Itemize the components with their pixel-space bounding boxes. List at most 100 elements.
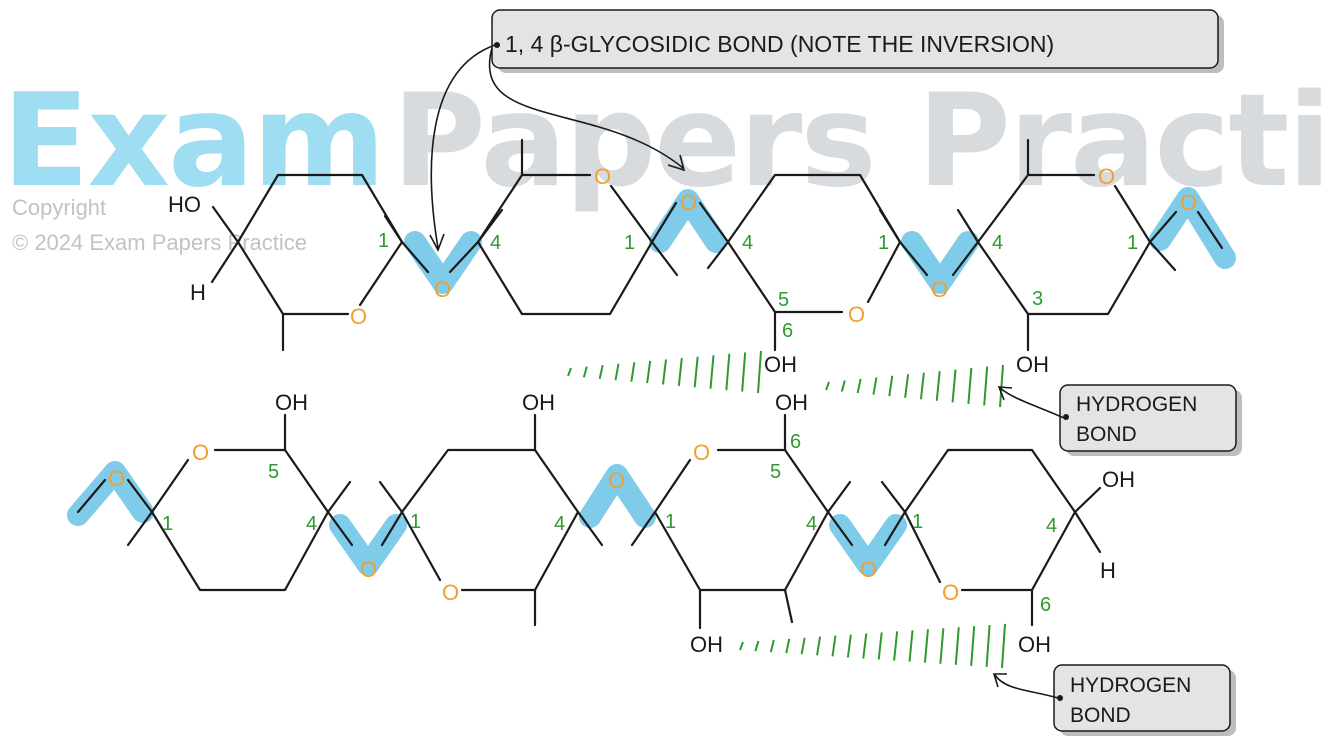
hydrogen-bond-label-line1: HYDROGEN — [1076, 393, 1197, 416]
hydroxyl-label: OH — [775, 390, 808, 415]
hydrogen-bond-hatch-mark — [877, 632, 883, 660]
hydrogen-bond-hatch-mark — [816, 636, 822, 656]
glycosidic-oxygen: O — [434, 277, 451, 302]
carbon-number: 4 — [306, 513, 317, 535]
carbon-number: 3 — [1032, 288, 1043, 310]
ring-oxygen: O — [594, 164, 611, 189]
hydrogen-bond-hatch-mark — [985, 624, 991, 668]
hydrogen-bond-hatch-mark — [888, 375, 894, 397]
glycosidic-arrow-left — [430, 44, 496, 249]
carbon-number: 6 — [790, 431, 801, 453]
carbon-number: 4 — [806, 513, 817, 535]
hydrogen-bond-arrow-bottom-head — [992, 673, 1007, 688]
hydrogen-bond-hatch-mark — [677, 357, 683, 387]
carbon-number: 1 — [665, 511, 676, 533]
hydrogen-bond-hatch-mark — [846, 634, 852, 658]
watermark-copyright-year: © 2024 Exam Papers Practice — [12, 230, 307, 255]
carbon-number: 6 — [782, 320, 793, 342]
top-chain-bonds — [210, 138, 1224, 352]
hydrogen-bond-label-line1: HYDROGEN — [1070, 674, 1191, 697]
hydrogen-bond-hatch-3 — [739, 623, 1006, 669]
hydrogen-bond-hatch-mark — [662, 359, 667, 385]
glycosidic-arrow-left-head — [429, 233, 445, 252]
hydrogen-bond-hatch-mark — [831, 635, 837, 657]
hydrogen-bond-hatch-mark — [1001, 623, 1006, 669]
hydrogen-bond-hatch-mark — [741, 352, 747, 392]
hydrogen-bond-hatch-mark — [582, 366, 588, 378]
carbon-number: 5 — [268, 461, 279, 483]
hydrogen-bond-hatch-mark — [709, 355, 715, 389]
hydrogen-bond-hatch-mark — [970, 626, 976, 666]
hydroxyl-label: OH — [522, 390, 555, 415]
hydrogen-bond-hatch-mark — [919, 372, 925, 400]
carbon-number: 4 — [742, 232, 753, 254]
glycosidic-oxygen: O — [860, 557, 877, 582]
hydroxyl-label: HO — [168, 192, 201, 217]
hydrogen-bond-hatch-mark — [951, 369, 957, 403]
glycosidic-oxygen: O — [680, 190, 697, 215]
carbon-number: 6 — [1040, 594, 1051, 616]
glycosidic-oxygen: O — [360, 557, 377, 582]
carbon-number: 4 — [992, 232, 1003, 254]
hydroxyl-label: OH — [1102, 467, 1135, 492]
hydrogen-bond-hatch-mark — [754, 640, 760, 652]
carbon-number: 1 — [378, 230, 389, 252]
hydroxyl-label: OH — [275, 390, 308, 415]
carbon-number: 1 — [912, 511, 923, 533]
carbon-number: 1 — [410, 511, 421, 533]
carbon-number: 4 — [1046, 515, 1057, 537]
hydrogen-label: H — [190, 280, 206, 305]
glycosidic-oxygen: O — [608, 468, 625, 493]
glycosidic-oxygen: O — [931, 277, 948, 302]
hydrogen-bond-hatch-mark — [872, 377, 878, 395]
carbon-number: 5 — [778, 289, 789, 311]
watermark-brand-exam: Exam — [2, 67, 384, 216]
hydrogen-bond-hatch-mark — [840, 380, 846, 392]
hydrogen-bond-label-line2: BOND — [1076, 423, 1137, 446]
hydrogen-bond-hatch-mark — [693, 356, 699, 388]
glycosidic-callout-text: 1, 4 β-GLYCOSIDIC BOND (NOTE THE INVERSI… — [505, 31, 1054, 57]
watermark-copyright: Copyright — [12, 195, 106, 220]
hydroxyl-label: OH — [1016, 352, 1049, 377]
hydroxyl-label: OH — [1018, 632, 1051, 657]
hydrogen-bond-hatch-mark — [739, 641, 744, 651]
hydrogen-bond-hatch-mark — [856, 378, 862, 394]
carbon-number: 5 — [770, 461, 781, 483]
hydrogen-bond-hatch-mark — [999, 364, 1004, 408]
hydrogen-bond-arrow-top — [999, 387, 1065, 419]
hydrogen-bond-hatch-mark — [598, 364, 604, 380]
substituent-labels: HO H OH OH OH OH OH OH H OH OH — [168, 192, 1135, 657]
ring-oxygens: O O O O O O O O — [192, 164, 1115, 605]
ring-oxygen: O — [350, 304, 367, 329]
hydrogen-bond-hatch-mark — [614, 363, 620, 381]
ring-oxygen: O — [1098, 164, 1115, 189]
hydrogen-bond-callout-top: HYDROGEN BOND — [1059, 384, 1242, 456]
hydrogen-bond-hatch-mark — [967, 368, 973, 404]
hydrogen-bond-hatch-mark — [908, 630, 914, 662]
hydrogen-bond-hatch-2 — [825, 364, 1004, 408]
watermark-brand-papers-practice: Papers Practice — [392, 67, 1323, 216]
carbon-number: 1 — [878, 232, 889, 254]
hydrogen-bond-hatch-1 — [567, 350, 762, 394]
ring-oxygen: O — [442, 580, 459, 605]
carbon-number: 1 — [624, 232, 635, 254]
ring-oxygen: O — [693, 440, 710, 465]
hydrogen-bond-hatch-mark — [904, 374, 910, 398]
hydrogen-bond-hatch-mark — [983, 366, 989, 406]
glycosidic-arrow-right-head — [667, 154, 686, 172]
hydroxyl-label: OH — [764, 352, 797, 377]
ring-oxygen: O — [192, 440, 209, 465]
hydrogen-bond-hatch-mark — [646, 360, 652, 384]
hydrogen-bond-hatch-mark — [785, 638, 791, 654]
hydrogen-bond-hatch-mark — [862, 633, 868, 659]
hydroxyl-label: OH — [690, 632, 723, 657]
hydrogen-bond-callout-bottom: HYDROGEN BOND — [1053, 664, 1236, 736]
hydrogen-bond-hatch-mark — [954, 627, 960, 665]
carbon-numbers: 1 4 1 4 5 6 1 4 3 1 5 1 4 1 4 1 5 6 4 1 … — [162, 230, 1138, 616]
hydrogen-bond-hatch-mark — [567, 367, 572, 377]
carbon-number: 1 — [162, 513, 173, 535]
top-glycosidic-highlights — [404, 187, 1236, 294]
hydrogen-bond-hatch-mark — [630, 362, 636, 382]
